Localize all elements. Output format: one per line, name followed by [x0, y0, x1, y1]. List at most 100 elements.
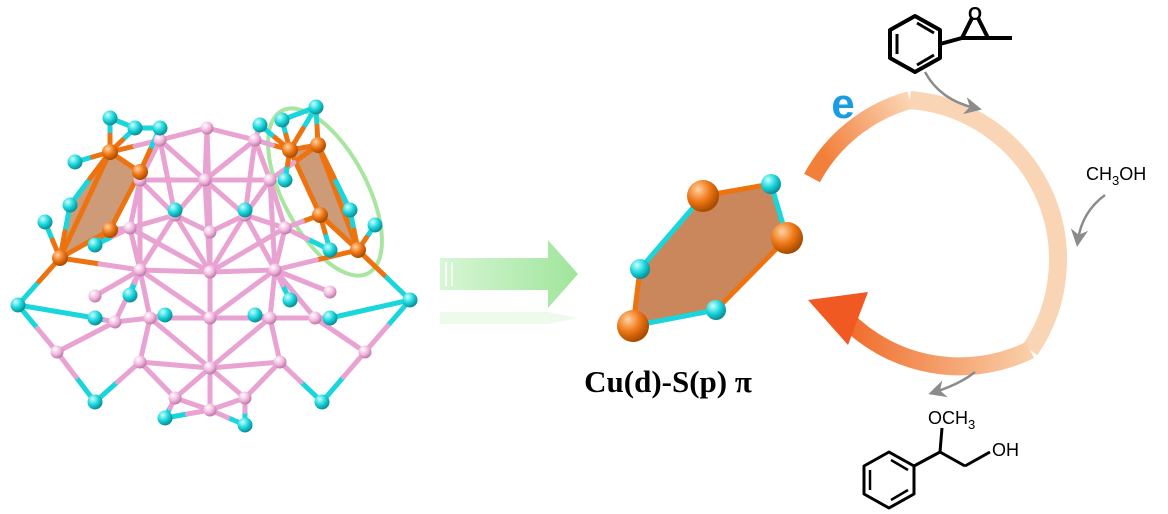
ag-atom: [268, 263, 282, 277]
epoxide-oxygen: O: [968, 4, 982, 24]
cluster-bond: [177, 340, 213, 371]
s-atom: [127, 120, 143, 136]
ag-atom: [203, 225, 217, 239]
ag-atom: [248, 133, 262, 147]
methanol-label: CH3OH: [1086, 164, 1146, 188]
ag-atom: [133, 263, 147, 277]
cluster-bond: [147, 315, 183, 346]
cu-atom: [52, 250, 68, 266]
s-atom: [342, 202, 358, 218]
motif-face: [633, 184, 787, 326]
s-atom: [122, 287, 138, 303]
s-atom: [87, 394, 103, 410]
cu-atom: [102, 144, 118, 160]
ag-atom: [198, 173, 212, 187]
product-molecule: [862, 427, 991, 510]
ag-atom: [203, 361, 217, 375]
cu-s-face-left: [60, 152, 140, 258]
hydroxyl-label: OH: [992, 440, 1019, 460]
cluster-bond: [272, 257, 319, 273]
s-atom: [252, 117, 268, 133]
s-atom: [706, 300, 726, 320]
cluster-bond: [207, 340, 243, 371]
s-atom: [67, 154, 83, 170]
cycle-arc-top: [804, 91, 913, 183]
ag-atom: [203, 265, 217, 279]
reactant-in-arrow: [923, 71, 982, 115]
nanocluster-structure: [10, 99, 418, 433]
catalytic-cycle: e CH3OH O: [804, 4, 1146, 510]
cluster-bond: [167, 247, 213, 275]
s-atom: [247, 307, 263, 323]
s-atom: [157, 410, 173, 426]
ag-atom: [238, 391, 252, 405]
methanol-in-arrow: [1070, 193, 1106, 247]
highlight-ellipse: [266, 106, 384, 278]
cycle-arrowhead: [808, 292, 868, 345]
styrene-oxide-molecule: [888, 14, 1012, 74]
cluster-atoms: [10, 99, 418, 433]
s-atom: [10, 297, 26, 313]
s-atom: [237, 202, 253, 218]
ag-atom: [323, 285, 337, 299]
cu-atom: [102, 222, 118, 238]
cu-s-face-right: [290, 145, 358, 250]
ag-atom: [358, 345, 372, 359]
s-atom: [314, 394, 330, 410]
cluster-bond: [237, 315, 273, 346]
s-atom: [87, 237, 103, 253]
ag-atom: [263, 173, 277, 187]
cu-atom: [132, 164, 148, 180]
s-atom: [322, 310, 338, 326]
ag-atom: [278, 221, 292, 235]
cycle-arc-right: [909, 91, 1068, 356]
ag-atom: [203, 403, 217, 417]
ag-atom: [263, 311, 277, 325]
s-atom: [157, 307, 173, 323]
product-out-arrow: [928, 371, 976, 398]
cluster-bond: [172, 291, 213, 321]
cluster-bond: [207, 291, 245, 321]
s-atom: [62, 197, 78, 213]
ag-atom: [308, 311, 322, 325]
motif-label: Cu(d)-S(p) π: [584, 364, 752, 399]
cu-atom: [312, 207, 328, 223]
s-atom: [277, 172, 293, 188]
ag-atom: [273, 355, 287, 369]
ag-atom: [133, 355, 147, 369]
cu-atom: [617, 310, 649, 342]
ag-atom: [123, 221, 137, 235]
s-atom: [322, 242, 338, 258]
cu-atom: [350, 242, 366, 258]
ag-atom: [153, 133, 167, 147]
cluster-bond: [127, 225, 173, 253]
cluster-bond: [207, 247, 250, 275]
cu-atom: [282, 142, 298, 158]
cu-s-motif: Cu(d)-S(p) π: [584, 174, 803, 399]
ag-atom: [200, 121, 214, 135]
cu-atom: [771, 222, 803, 254]
s-atom: [237, 417, 253, 433]
cluster-bond: [97, 261, 143, 273]
methoxy-label: OCH3: [928, 408, 975, 432]
cluster-bond: [204, 125, 211, 183]
cluster-bond: [137, 267, 178, 297]
s-atom: [308, 99, 324, 115]
ag-atom: [108, 315, 122, 329]
cluster-bond: [202, 177, 210, 229]
s-atom: [152, 120, 168, 136]
s-atom: [402, 292, 418, 308]
s-atom: [274, 112, 290, 128]
cu-atom: [687, 180, 719, 212]
ag-atom: [50, 345, 64, 359]
electron-label: e: [831, 80, 854, 127]
s-atom: [87, 310, 103, 326]
s-atom: [102, 110, 118, 126]
cluster-bond: [267, 177, 275, 228]
cluster-bond: [270, 222, 278, 273]
s-atom: [761, 174, 781, 194]
s-atom: [167, 202, 183, 218]
s-atom: [282, 292, 298, 308]
cu-atom: [310, 137, 326, 153]
ag-atom: [143, 311, 157, 325]
